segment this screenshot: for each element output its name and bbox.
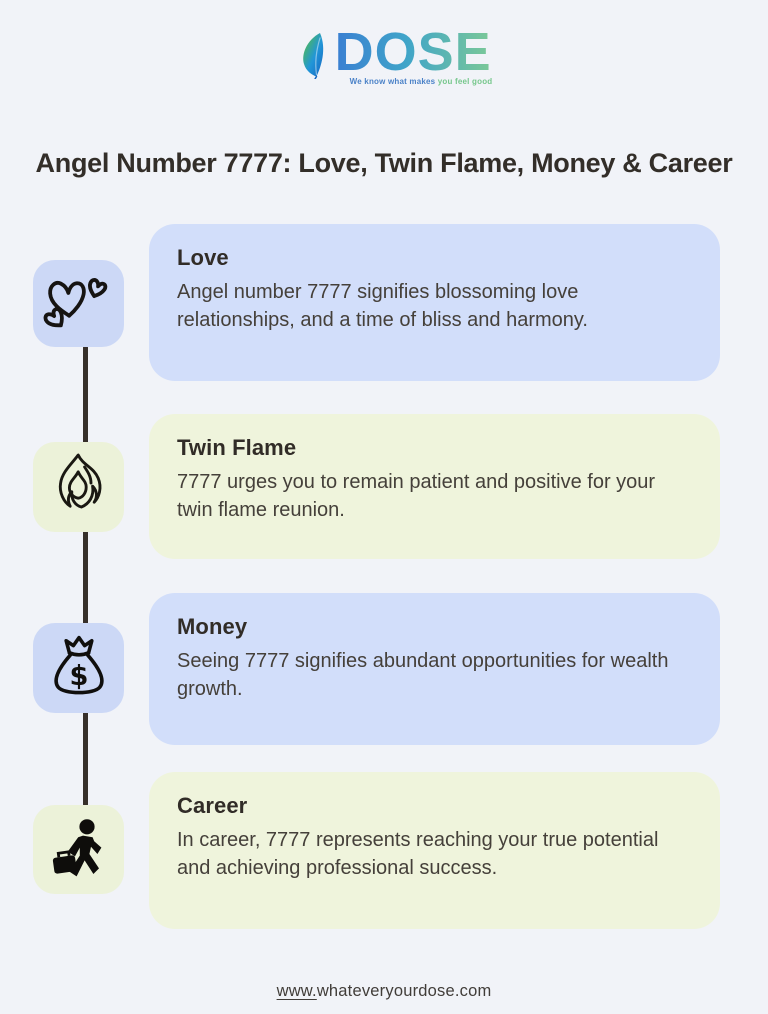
website-link-www: www. (276, 982, 317, 1000)
website-link-domain: whateveryourdose.com (316, 982, 492, 1000)
career-icon-tile (33, 805, 124, 894)
section-card-career: Career In career, 7777 represents reachi… (149, 772, 720, 929)
logo-tagline: We know what makes you feel good (335, 77, 493, 86)
money-icon-tile: $ (33, 623, 124, 713)
twin-flame-body: 7777 urges you to remain patient and pos… (177, 471, 656, 521)
career-body: In career, 7777 represents reaching your… (177, 829, 659, 879)
dose-logo: DOSE We know what makes you feel good (12, 22, 768, 86)
logo-tagline-green: you feel good (437, 77, 493, 86)
section-card-twin-flame: Twin Flame 7777 urges you to remain pati… (149, 414, 720, 559)
website-link[interactable]: www.whateveryourdose.com (277, 982, 492, 1000)
love-icon-tile (33, 260, 124, 347)
love-heading: Love (177, 245, 229, 270)
love-body: Angel number 7777 signifies blossoming l… (177, 281, 588, 331)
footer: www.whateveryourdose.com (0, 982, 768, 1001)
businessman-icon (52, 818, 101, 876)
money-bag-icon: $ (53, 635, 104, 695)
section-card-love: Love Angel number 7777 signifies blossom… (149, 224, 720, 381)
money-heading: Money (177, 614, 248, 639)
logo-tagline-blue: We know what makes (349, 77, 436, 86)
twin-flame-heading: Twin Flame (177, 435, 297, 460)
hearts-icon (43, 277, 107, 327)
section-card-money: Money Seeing 7777 signifies abundant opp… (149, 593, 720, 745)
flame-icon (58, 453, 101, 509)
logo-text-block: DOSE We know what makes you feel good (334, 22, 493, 86)
money-body: Seeing 7777 signifies abundant opportuni… (177, 650, 669, 700)
twin-flame-icon-tile (33, 442, 124, 532)
career-heading: Career (177, 793, 248, 818)
timeline-connector-line (83, 345, 88, 807)
leaf-icon (302, 33, 323, 79)
logo-wordmark: DOSE (334, 22, 492, 82)
page-title: Angel Number 7777: Love, Twin Flame, Mon… (35, 148, 733, 178)
svg-text:$: $ (69, 661, 88, 692)
